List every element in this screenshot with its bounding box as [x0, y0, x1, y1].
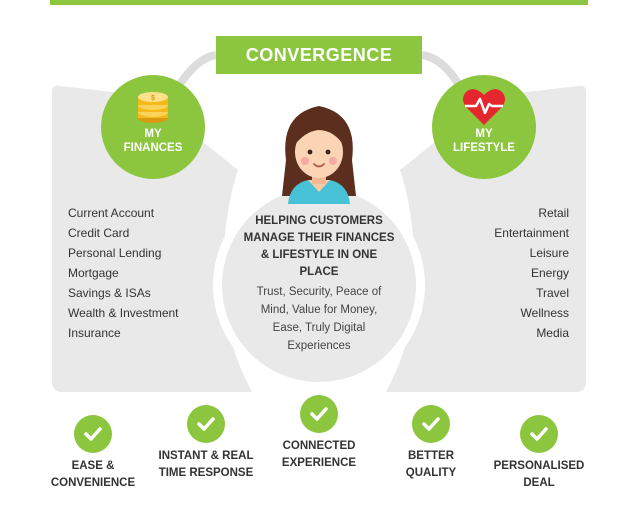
- finances-badge: $ MY FINANCES: [101, 75, 205, 179]
- check-icon: [412, 405, 450, 443]
- check-icon: [520, 415, 558, 453]
- lifestyle-label-line2: LIFESTYLE: [453, 142, 515, 154]
- finances-list-item: Personal Lending: [68, 246, 162, 260]
- benefit-connected: CONNECTED EXPERIENCE: [254, 438, 384, 472]
- benefit-line: EXPERIENCE: [281, 457, 357, 469]
- benefit-line: BETTER: [408, 450, 454, 462]
- center-heading-line: PLACE: [299, 266, 339, 278]
- finances-list-item: Credit Card: [68, 226, 130, 240]
- finances-label-line2: FINANCES: [123, 142, 183, 154]
- finances-list-item: Wealth & Investment: [68, 306, 179, 320]
- finances-label-line1: MY: [144, 128, 162, 140]
- center-heading-line: MANAGE THEIR FINANCES: [243, 232, 395, 244]
- center-values-line: Ease, Truly Digital: [272, 322, 366, 334]
- lifestyle-list: Retail Entertainment Leisure Energy Trav…: [440, 203, 569, 343]
- benefit-ease: EASE & CONVENIENCE: [28, 458, 158, 492]
- left-panel: [52, 85, 252, 392]
- check-icon: [300, 395, 338, 433]
- benefit-line: CONVENIENCE: [50, 477, 136, 489]
- finances-list: Current Account Credit Card Personal Len…: [68, 203, 218, 343]
- benefit-line: QUALITY: [405, 467, 457, 479]
- center-values: Trust, Security, Peace of Mind, Value fo…: [236, 283, 402, 355]
- title-banner: CONVERGENCE: [216, 36, 422, 74]
- lifestyle-list-item: Travel: [536, 286, 569, 300]
- coins-icon: $: [138, 92, 168, 123]
- finances-list-item: Savings & ISAs: [68, 286, 151, 300]
- svg-text:$: $: [151, 95, 155, 102]
- finances-list-item: Insurance: [68, 326, 121, 340]
- benefit-line: TIME RESPONSE: [158, 467, 254, 479]
- check-icon: [187, 405, 225, 443]
- top-accent-bar: [50, 0, 588, 5]
- center-values-line: Mind, Value for Money,: [260, 304, 378, 316]
- benefit-line: INSTANT & REAL: [158, 450, 254, 462]
- lifestyle-list-item: Entertainment: [494, 226, 569, 240]
- benefit-line: EASE &: [71, 460, 115, 472]
- finances-list-item: Mortgage: [68, 266, 119, 280]
- heart-pulse-icon: [463, 89, 505, 125]
- woman-avatar-icon: [282, 106, 356, 204]
- title-text: CONVERGENCE: [245, 44, 393, 65]
- lifestyle-badge: MY LIFESTYLE: [432, 75, 536, 179]
- benefit-instant: INSTANT & REAL TIME RESPONSE: [141, 448, 271, 482]
- lifestyle-list-item: Leisure: [529, 246, 569, 260]
- lifestyle-list-item: Energy: [530, 266, 569, 280]
- lifestyle-list-item: Retail: [538, 206, 569, 220]
- finances-list-item: Current Account: [68, 206, 155, 220]
- right-panel: [386, 85, 586, 392]
- benefit-line: CONNECTED: [282, 440, 356, 452]
- center-values-line: Experiences: [287, 340, 351, 352]
- benefit-quality: BETTER QUALITY: [366, 448, 496, 482]
- lifestyle-list-item: Wellness: [520, 306, 569, 320]
- lifestyle-label-line1: MY: [475, 128, 493, 140]
- center-circle: [222, 188, 416, 382]
- center-values-line: Trust, Security, Peace of: [256, 286, 382, 298]
- benefit-line: DEAL: [523, 477, 555, 489]
- benefit-personalised: PERSONALISED DEAL: [474, 458, 604, 492]
- lifestyle-list-item: Media: [536, 326, 569, 340]
- center-heading-line: & LIFESTYLE IN ONE: [260, 249, 378, 261]
- benefit-line: PERSONALISED: [493, 460, 585, 472]
- center-heading-line: HELPING CUSTOMERS: [255, 215, 383, 227]
- check-icon: [74, 415, 112, 453]
- center-heading: HELPING CUSTOMERS MANAGE THEIR FINANCES …: [232, 213, 406, 281]
